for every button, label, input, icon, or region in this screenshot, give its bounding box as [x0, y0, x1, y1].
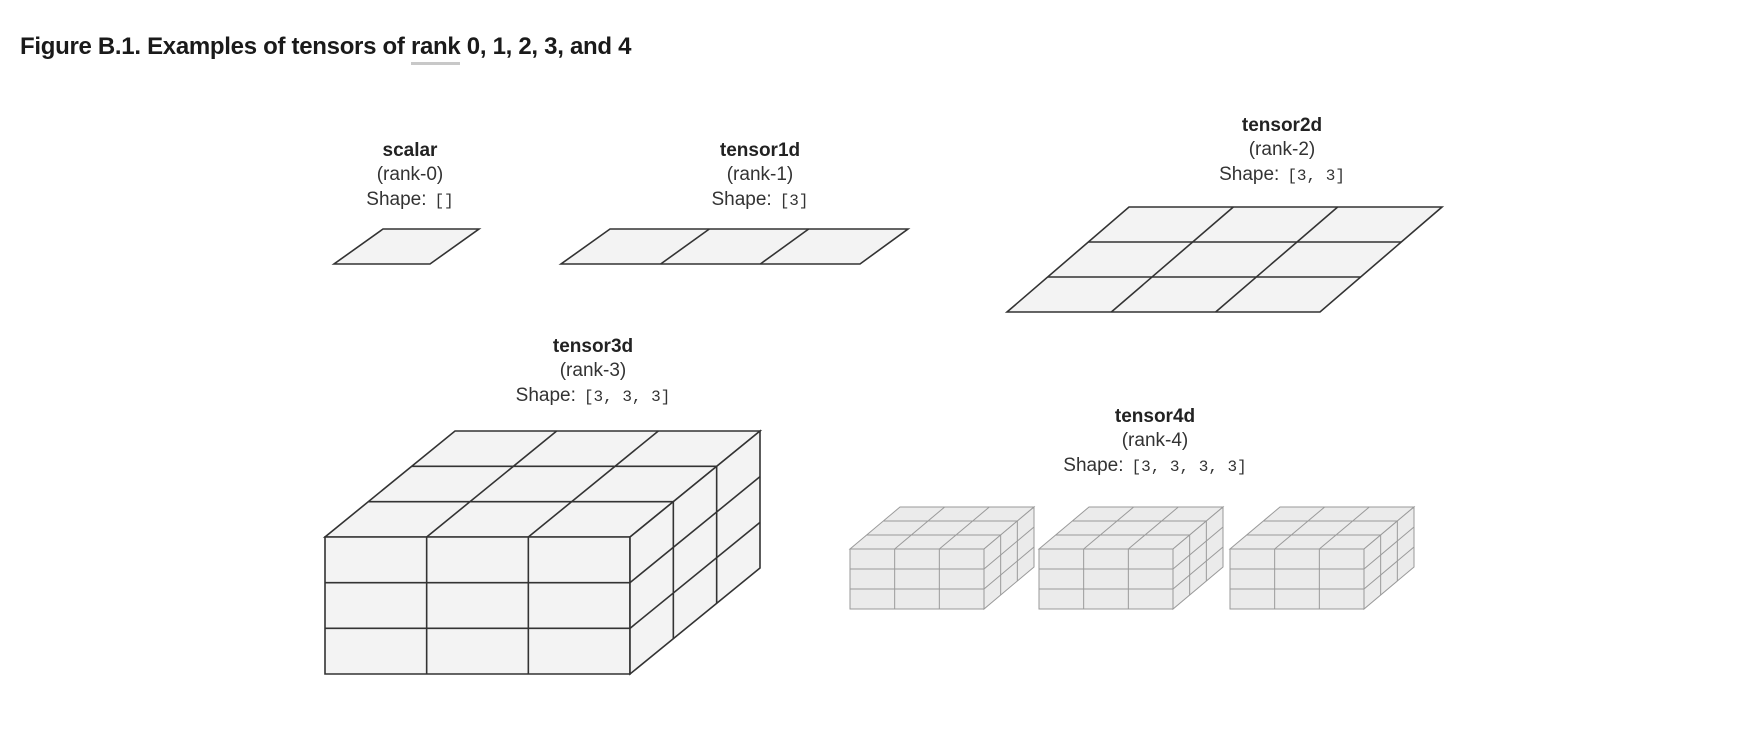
tensor-grid-line — [629, 521, 761, 629]
shape-label: Shape: — [1063, 455, 1123, 476]
tensor-grid-line — [983, 546, 1035, 590]
label-shape: Shape: [3, 3, 3, 3] — [1063, 455, 1246, 476]
tensor-grid-line — [983, 526, 1035, 570]
label-rank: (rank-1) — [727, 164, 794, 185]
label-name: tensor2d — [1242, 115, 1322, 136]
scalar-graphic — [331, 228, 482, 265]
label-shape: Shape: [] — [366, 189, 453, 210]
label-tensor2d: tensor2d (rank-2) Shape: [3, 3] — [1219, 115, 1345, 185]
tensor-cell-face — [558, 228, 911, 265]
label-name: tensor3d — [553, 336, 633, 357]
tensor-grid-line — [1172, 546, 1224, 590]
caption-suffix: 0, 1, 2, 3, and 4 — [460, 33, 632, 60]
tensor-grid-line — [426, 430, 558, 538]
tensor3d-graphic — [322, 429, 763, 676]
tensor-grid-line — [1215, 206, 1339, 313]
label-name: scalar — [383, 140, 439, 161]
label-shape: Shape: [3] — [711, 189, 808, 210]
label-rank: (rank-3) — [560, 360, 627, 381]
label-tensor1d: tensor1d (rank-1) Shape: [3] — [711, 140, 808, 210]
tensor-grid-line — [1274, 506, 1325, 550]
label-name: tensor1d — [720, 140, 800, 161]
figure-caption: Figure B.1. Examples of tensors of rank … — [20, 33, 632, 65]
tensor-grid-line — [894, 506, 945, 550]
tensor-grid-line — [629, 476, 761, 584]
tensor-front-face — [849, 548, 985, 610]
tensor2d-graphic — [1004, 206, 1445, 313]
shape-label: Shape: — [711, 189, 771, 210]
label-rank: (rank-2) — [1249, 139, 1316, 160]
tensor1d-graphic — [558, 228, 911, 265]
shape-value: [3, 3] — [1287, 167, 1345, 185]
label-tensor3d: tensor3d (rank-3) Shape: [3, 3, 3] — [516, 336, 671, 406]
tensor-grid-line — [660, 228, 710, 265]
tensor-grid-line — [1172, 526, 1224, 570]
tensor-grid-line — [1083, 506, 1134, 550]
tensor-front-face — [324, 536, 631, 675]
tensor4d-graphic — [848, 505, 1416, 611]
label-shape: Shape: [3, 3] — [1219, 164, 1345, 185]
label-tensor4d: tensor4d (rank-4) Shape: [3, 3, 3, 3] — [1063, 406, 1246, 476]
shape-label: Shape: — [516, 385, 576, 406]
tensor-grid-line — [939, 506, 990, 550]
tensor-cell-face — [331, 228, 482, 265]
shape-value: [3, 3, 3, 3] — [1132, 458, 1247, 476]
caption-rank-link[interactable]: rank — [410, 33, 461, 65]
tensor-grid-line — [1110, 206, 1234, 313]
tensor-front-face — [1229, 548, 1365, 610]
caption-prefix: Figure B.1. Examples of tensors of — [20, 33, 411, 60]
label-rank: (rank-4) — [1122, 430, 1189, 451]
shape-value: [3] — [780, 192, 809, 210]
label-shape: Shape: [3, 3, 3] — [516, 385, 671, 406]
shape-label: Shape: — [1219, 164, 1279, 185]
label-scalar: scalar (rank-0) Shape: [] — [366, 140, 453, 210]
shape-value: [] — [435, 192, 454, 210]
label-rank: (rank-0) — [377, 164, 444, 185]
tensor-grid-line — [1128, 506, 1179, 550]
tensor-grid-line — [1363, 546, 1415, 590]
tensor-grid-line — [527, 430, 659, 538]
shape-label: Shape: — [366, 189, 426, 210]
tensor-cell-face — [1004, 206, 1445, 313]
label-name: tensor4d — [1115, 406, 1195, 427]
tensor-grid-line — [1319, 506, 1370, 550]
tensor-grid-line — [1363, 526, 1415, 570]
shape-value: [3, 3, 3] — [584, 388, 670, 406]
tensor-grid-line — [759, 228, 810, 265]
tensor-front-face — [1038, 548, 1174, 610]
